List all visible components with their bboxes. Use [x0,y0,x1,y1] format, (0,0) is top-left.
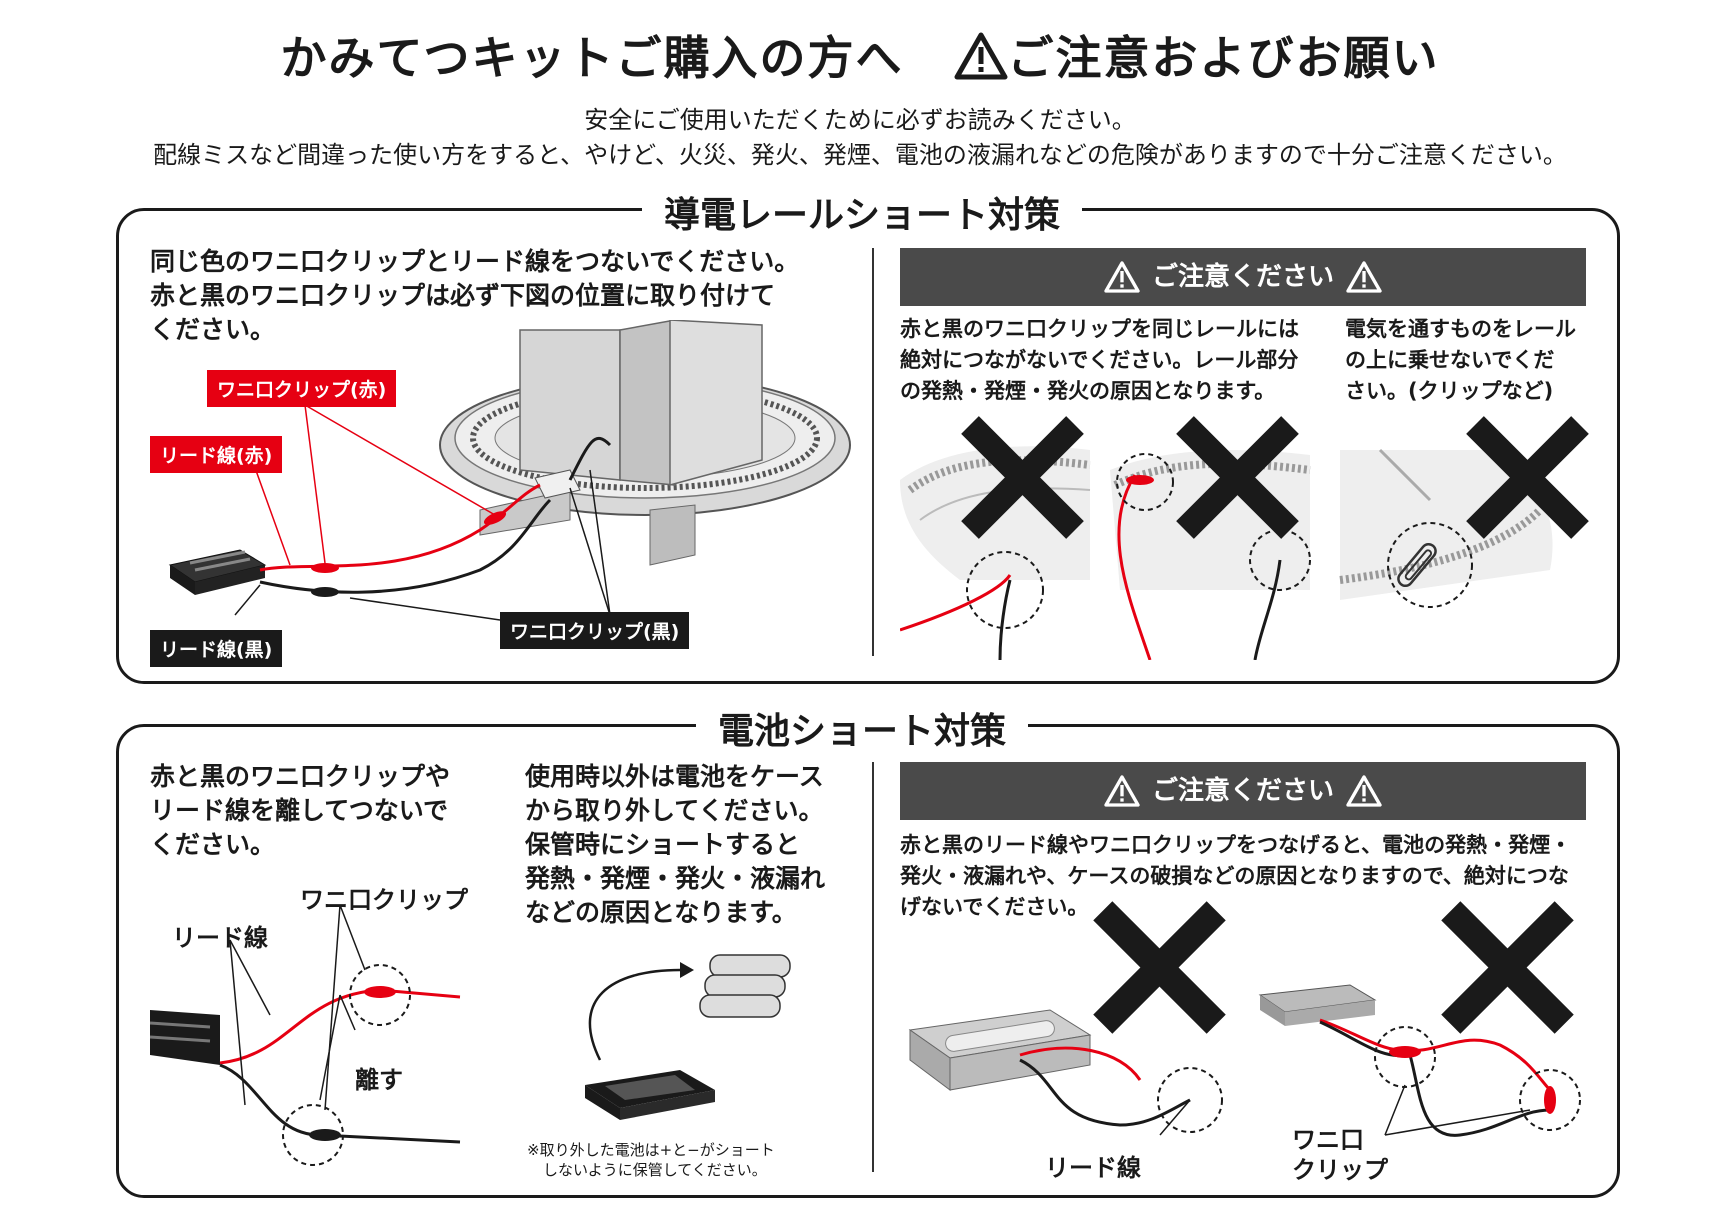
warning-icon [1104,775,1140,807]
label-separate: 離す [355,1066,403,1094]
rail-wiring-diagram [168,320,851,621]
cross-icon [1441,901,1574,1034]
cross-icon [1176,416,1299,539]
battery-col2-text: 使用時以外は電池をケース から取り外してください。 保管時にショートすると 発熱… [525,762,826,927]
cross-icon [1093,901,1226,1034]
rail-instruction: 同じ色のワニ口クリップとリード線をつないでください。 赤と黒のワニ口クリップは必… [150,247,800,344]
battery-caution-illustrations [908,984,1581,1137]
label-bottom-clip-1: ワニ口 [1292,1126,1364,1154]
battery-section-title: 電池ショート対策 [695,702,1029,754]
label-lead-red: リード線(赤) [150,436,283,473]
battery-removal-diagram [585,954,791,1120]
title-left: かみてつキットご購入の方へ [280,31,904,85]
battery-storage-note: ※取り外した電池は+と−がショート しないように保管してください。 [527,1141,775,1179]
panel2-divider [872,762,874,1172]
rail-caution-title: ご注意ください [1151,262,1334,292]
label-lead-black: リード線(黒) [150,630,283,667]
subtitle-1: 安全にご使用いただくために必ずお読みください。 [584,106,1136,134]
panel1-divider [872,248,874,656]
rail-section-title: 導電レールショート対策 [641,186,1083,238]
label-clip-black: ワニ口クリップ(黒) [500,612,690,649]
warning-icon [1346,261,1382,293]
battery-caution-bar: ご注意ください [900,762,1586,820]
cross-icon [1466,416,1589,539]
battery-caution-text: 赤と黒のリード線やワニ口クリップをつなげると、電池の発熱・発煙・ 発火・液漏れや… [900,833,1572,919]
warning-icon [1104,261,1140,293]
page-title: かみてつキットご購入の方へ ご注意およびお願い [0,22,1720,88]
battery-caution-title: ご注意ください [1151,776,1334,806]
label-lead: リード線 [172,924,268,952]
label-clip: ワニ口クリップ [300,886,468,914]
label-bottom-clip-2: クリップ [1292,1156,1388,1184]
title-right: ご注意およびお願い [1007,31,1440,85]
label-clip-red: ワニ口クリップ(赤) [207,370,397,407]
warning-icon [1346,775,1382,807]
subtitle-2: 配線ミスなど間違った使い方をすると、やけど、火災、発火、発煙、電池の液漏れなどの… [153,141,1567,169]
rail-caution-bar: ご注意ください [900,248,1586,306]
cross-icon [961,416,1084,539]
warning-icon [954,32,1008,80]
rail-caution-left-text: 赤と黒のワニ口クリップを同じレールには 絶対につながないでください。レール部分 … [900,317,1299,403]
label-bottom-lead: リード線 [1045,1154,1141,1182]
separate-wiring-diagram [150,905,461,1166]
rail-caution-right-text: 電気を通すものをレール の上に乗せないでくだ さい。(クリップなど) [1345,317,1576,403]
battery-col1-text: 赤と黒のワニ口クリップや リード線を離してつないで ください。 [150,762,451,859]
